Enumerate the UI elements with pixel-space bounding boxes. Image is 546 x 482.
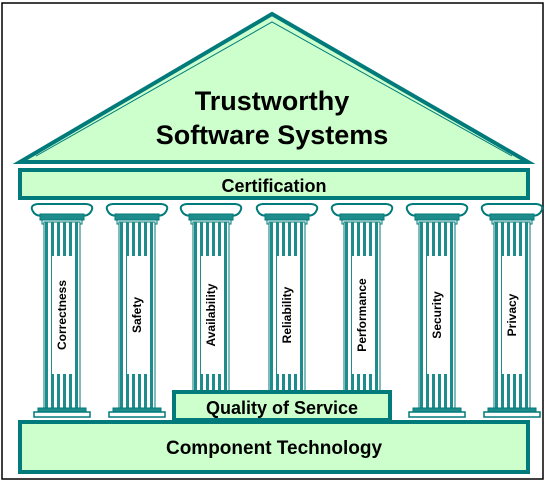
pillar-privacy: Privacy [480, 203, 544, 418]
pillar-flute [450, 222, 453, 408]
pillar-label-panel [201, 256, 221, 374]
pillar-availability: Availability [179, 203, 243, 418]
foundation-block [18, 420, 530, 474]
pillars-group: Correctness Safety Availability Reliability… [30, 203, 544, 418]
certification-label: Certification [221, 176, 326, 196]
pillar-label: Safety [130, 297, 144, 333]
roof-title-line2: Software Systems [156, 120, 389, 150]
pillar-plinth [483, 411, 541, 418]
pillar-correctness: Correctness [30, 203, 94, 418]
roof-inner-line [35, 21, 513, 157]
pillar-flute [300, 222, 303, 408]
pillar-capital-band [489, 213, 535, 221]
pillar-capital-band [414, 213, 460, 221]
pillar-reliability: Reliability [255, 203, 319, 418]
pillar-security: Security [405, 203, 469, 418]
pillar-safety: Safety [105, 203, 169, 418]
pillar-flute [345, 222, 348, 408]
pillar-flute [270, 222, 273, 408]
pillar-flute [45, 222, 48, 408]
pillar-flute [525, 222, 528, 408]
roof-title-line1: Trustworthy [195, 86, 350, 116]
pillar-label-panel [502, 256, 522, 374]
pillar-label-panel [277, 256, 297, 374]
pillar-flute [420, 222, 423, 408]
pillar-capital-band [188, 213, 234, 221]
pillar-capital-band [264, 213, 310, 221]
pillar-label: Performance [355, 278, 369, 352]
pillar-label: Availability [204, 283, 218, 346]
pillar-label: Security [430, 291, 444, 339]
pillar-flute [495, 222, 498, 408]
pillar-label-panel [427, 256, 447, 374]
pillar-label-panel [127, 256, 147, 374]
pillar-label-panel [52, 256, 72, 374]
roof [12, 11, 536, 164]
pillar-flute [75, 222, 78, 408]
pillar-performance: Performance [330, 203, 394, 418]
pillar-flute [224, 222, 227, 408]
quality-of-service-label: Quality of Service [206, 398, 358, 418]
pillar-label: Reliability [280, 286, 294, 343]
pillar-plinth [108, 411, 166, 418]
pillar-label: Correctness [55, 280, 69, 350]
pillar-flute [150, 222, 153, 408]
pillar-label-panel [352, 256, 372, 374]
pillar-plinth [33, 411, 91, 418]
pillar-label: Privacy [505, 293, 519, 336]
foundation-label: Component Technology [166, 438, 382, 459]
pillar-flute [375, 222, 378, 408]
pillar-capital-band [114, 213, 160, 221]
certification-beam [18, 168, 530, 200]
pillar-flute [194, 222, 197, 408]
pillar-capital-band [39, 213, 85, 221]
pillar-capital-band [339, 213, 385, 221]
pillar-flute [120, 222, 123, 408]
pillar-plinth [408, 411, 466, 418]
